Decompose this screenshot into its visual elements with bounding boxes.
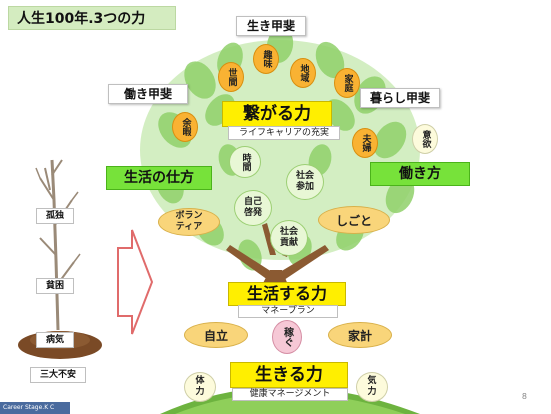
arrow-shape [117,229,154,335]
label-ikiru: 生きる力 [230,362,348,388]
caption-health-management: 健康マネージメント [232,388,348,401]
label-ikigai: 生き甲斐 [236,16,306,36]
caption-money-plan: マネープラン [238,305,338,318]
circle-shakai-koken-text: 社会貢献 [279,227,298,248]
ellipse-kakei: 家計 [328,322,392,348]
circle-yoka: 余暇 [172,112,198,142]
label-kodoku: 孤独 [36,208,74,224]
label-kurashigai: 暮らし甲斐 [360,88,440,108]
label-hinkon: 貧困 [36,278,74,294]
ellipse-volunteer-text: ボランティア [175,211,203,232]
page-number: 8 [521,392,527,401]
circle-jiko-keihatsu-text: 自己啓発 [243,197,262,218]
circle-fuufu: 夫婦 [352,128,378,158]
circle-shakai-sanka: 社会参加 [286,164,324,200]
label-seikatsu-no-shikata: 生活の仕方 [106,166,212,190]
footer-credit: Career Stage.K C [0,402,70,414]
label-sandai-fuan: 三大不安 [30,367,86,383]
circle-shakai-sanka-text: 社会参加 [295,171,314,192]
circle-tairyoku: 体力 [184,372,216,402]
circle-kiryoku-text: 気力 [367,376,377,397]
circle-shakai-koken: 社会貢献 [270,220,308,256]
circle-kasegu: 稼ぐ [272,320,302,354]
circle-seken: 世間 [218,62,244,92]
label-hatarakikata: 働き方 [370,162,470,186]
label-byouki: 病気 [36,332,74,348]
page-title: 人生100年.3つの力 [8,6,176,30]
circle-jikan: 時間 [229,146,261,178]
label-hatarakigai: 働き甲斐 [108,84,188,104]
circle-tairyoku-text: 体力 [195,376,205,397]
ellipse-volunteer: ボランティア [158,208,220,236]
circle-shumi: 趣味 [253,44,279,74]
label-tsunagaru: 繋がる力 [222,101,332,127]
caption-tsunagaru: ライフキャリアの充実 [228,126,340,140]
ellipse-jiritsu: 自立 [184,322,248,348]
circle-chiiki: 地域 [290,58,316,88]
circle-iyoku: 意欲 [412,124,438,154]
label-seikatsu-suru: 生活する力 [228,282,346,306]
circle-katei: 家庭 [334,68,360,98]
ellipse-shigoto: しごと [318,206,390,234]
circle-jiko-keihatsu: 自己啓発 [234,190,272,226]
dead-tree [18,159,102,359]
circle-kiryoku: 気力 [356,372,388,402]
